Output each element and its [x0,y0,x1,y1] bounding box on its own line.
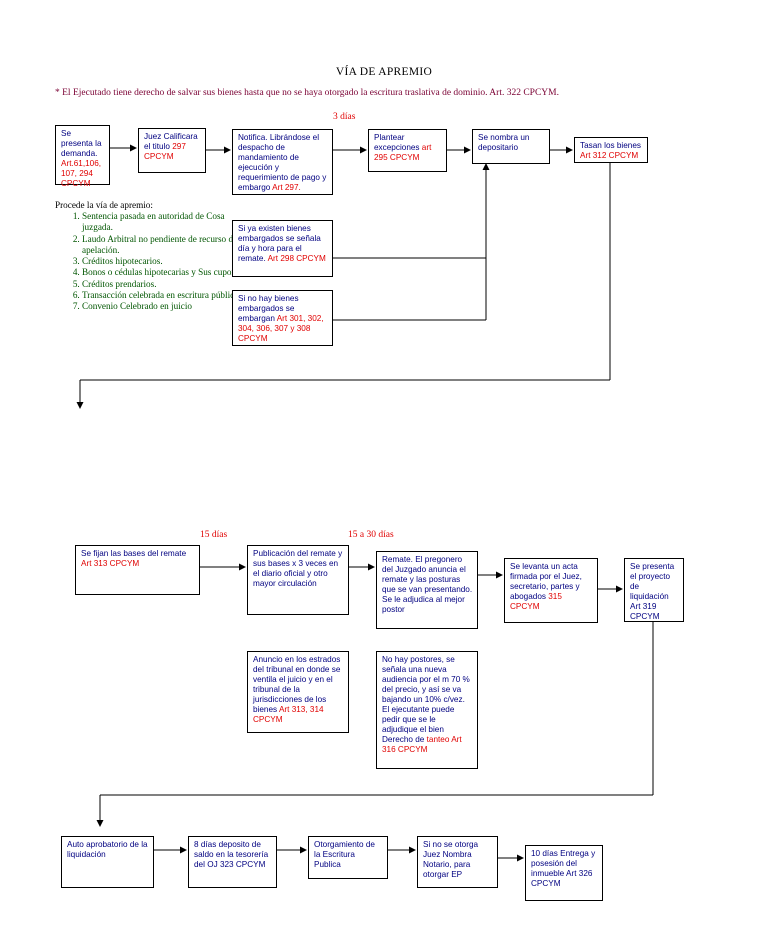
box-anuncio-estrados: Anuncio en los estrados del tribunal en … [247,651,349,733]
box-sin-bienes: Si no hay bienes embargados se embargan … [232,290,333,346]
box-ref: tanteo Art 316 CPCYM [382,735,462,754]
box-juez-califica: Juez Calificara el titulo 297 CPCYM [138,128,206,173]
box-publicacion: Publicación del remate y sus bases x 3 v… [247,545,349,615]
box-ref: art 295 CPCYM [374,143,432,162]
box-text: Publicación del remate y sus bases x 3 v… [253,549,343,588]
list-item: Transacción celebrada en escritura públi… [82,290,252,301]
box-text: Se presenta la demanda. [61,129,102,158]
box-remate: Remate. El pregonero del Juzgado anuncia… [376,551,478,629]
box-escritura-publica: Otorgamiento de la Escritura Publica [308,836,388,879]
box-text: 10 días Entrega y posesión del inmueble … [531,849,596,888]
box-ref: 297 CPCYM [144,142,186,161]
box-ref: Art 313, 314 CPCYM [253,705,324,724]
box-text: Plantear excepciones [374,133,422,152]
procedencia-items: Sentencia pasada en autoridad de Cosa ju… [55,211,252,312]
box-text: 8 días deposito de saldo en la tesorería… [194,840,269,869]
procedencia-heading: Procede la vía de apremio: [55,200,153,210]
page-title: VÍA DE APREMIO [335,66,433,78]
box-ref: Art 298 CPCYM [267,254,326,263]
days-label-3: 3 días [333,112,356,122]
box-ref: Art 297. [272,183,301,192]
box-text: Otorgamiento de la Escritura Publica [314,840,375,869]
box-auto-aprobatorio: Auto aprobatorio de la liquidación [61,836,154,888]
box-ref: Art 301, 302, 304, 306, 307 y 308 CPCYM [238,314,324,343]
box-text: Se fijan las bases del remate [81,549,187,558]
box-notifica: Notifica. Librándose el despacho de mand… [232,129,333,195]
box-ref: Art 313 CPCYM [81,559,140,568]
box-proyecto-liquidacion: Se presenta el proyecto de liquidación A… [624,558,684,622]
list-item: Sentencia pasada en autoridad de Cosa ju… [82,211,252,233]
box-bienes-embargados: Si ya existen bienes embargados se señal… [232,220,333,277]
box-text: Se levanta un acta firmada por el Juez, … [510,562,582,601]
box-text: No hay postores, se señala una nueva aud… [382,655,470,744]
list-item: Créditos hipotecarios. [82,256,252,267]
box-ref: Art 312 CPCYM [580,151,639,160]
list-item: Laudo Arbitral no pendiente de recurso d… [82,234,252,256]
box-text: Si no se otorga Juez Nombra Notario, par… [423,840,479,879]
procedencia-list: Procede la vía de apremio: Sentencia pas… [55,200,252,312]
days-label-15-30: 15 a 30 días [348,530,394,540]
box-text: Notifica. Librándose el despacho de mand… [238,133,327,192]
list-item: Créditos prendarios. [82,279,252,290]
box-text: Remate. El pregonero del Juzgado anuncia… [382,555,473,614]
box-presenta-demanda: Se presenta la demanda. Art.61,106, 107,… [55,125,110,188]
box-acta: Se levanta un acta firmada por el Juez, … [504,558,598,623]
note-text: * El Ejecutado tiene derecho de salvar s… [55,88,559,98]
box-tasan-bienes: Tasan los bienes Art 312 CPCYM [574,137,648,163]
box-text: Tasan los bienes [580,141,641,150]
box-text: Si ya existen bienes embargados se señal… [238,224,321,263]
box-ref: 315 CPCYM [510,592,562,611]
list-item: Convenio Celebrado en juicio [82,301,252,312]
box-deposito-saldo: 8 días deposito de saldo en la tesorería… [188,836,277,888]
list-item: Bonos o cédulas hipotecarias y Sus cupon… [82,267,252,278]
box-excepciones: Plantear excepciones art 295 CPCYM [368,129,447,172]
box-nombra-notario: Si no se otorga Juez Nombra Notario, par… [417,836,498,888]
days-label-15: 15 días [200,530,228,540]
box-text: Juez Calificara el titulo [144,132,198,151]
box-ref: Art.61,106, 107, 294 CPCYM [61,159,102,188]
box-sin-postores: No hay postores, se señala una nueva aud… [376,651,478,769]
box-text: Auto aprobatorio de la liquidación [67,840,148,859]
box-depositario: Se nombra un depositario [472,129,550,164]
box-text: Anuncio en los estrados del tribunal en … [253,655,341,714]
box-bases-remate: Se fijan las bases del remate Art 313 CP… [75,545,200,595]
box-text: Si no hay bienes embargados se embargan [238,294,299,323]
box-text: Se presenta el proyecto de liquidación A… [630,562,675,621]
box-text: Se nombra un depositario [478,133,530,152]
box-entrega-posesion: 10 días Entrega y posesión del inmueble … [525,845,603,901]
